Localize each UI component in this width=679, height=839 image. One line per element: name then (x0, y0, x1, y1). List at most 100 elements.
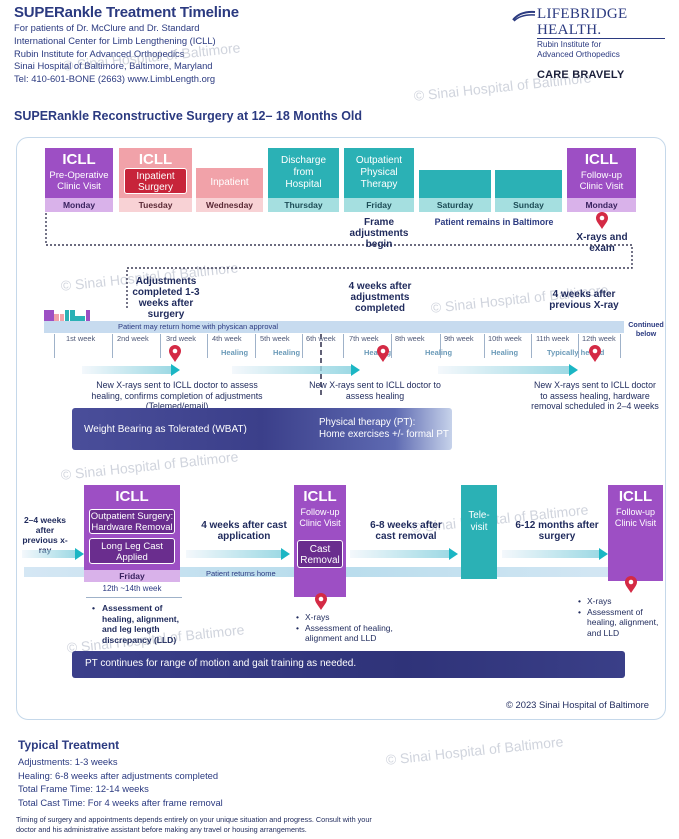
location-pin-icon (315, 593, 327, 610)
week-tick (160, 334, 161, 358)
page-title: SUPERankle Treatment Timeline (14, 4, 239, 21)
typical-line: Total Frame Time: 12-14 weeks (18, 783, 149, 795)
typical-line: Healing: 6-8 weeks after adjustments com… (18, 769, 219, 781)
week-tick (343, 334, 344, 358)
followup-final-box: ICLL Follow-up Clinic Visit (608, 485, 663, 581)
disclaimer: Timing of surgery and appointments depen… (16, 815, 372, 834)
day-label: Discharge from Hospital (280, 155, 327, 190)
return-home-approval-label: Patient may return home with physican ap… (118, 322, 279, 331)
televisit-label: Tele-visit (468, 510, 490, 533)
typical-treatment-title: Typical Treatment (18, 738, 120, 752)
logo-name: LIFEBRIDGE HEALTH. (537, 7, 628, 38)
assessment-text: Assessment of healing, alignment, and le… (102, 603, 179, 645)
six-twelve-months-note: 6-12 months after surgery (515, 520, 599, 542)
pt-continues-label: PT continues for range of motion and gai… (85, 658, 357, 669)
copyright: © 2023 Sinai Hospital of Baltimore (506, 699, 649, 710)
four-weeks-after-cast-note: 4 weeks after cast application (201, 520, 287, 542)
week-strip (44, 321, 624, 333)
week-label: 12th week (582, 334, 616, 343)
timeline-arrow (186, 548, 290, 560)
week-label: 1st week (66, 334, 96, 343)
disclaimer-line: Timing of surgery and appointments depen… (16, 815, 372, 824)
bullet-item: •X-rays (578, 596, 612, 606)
bullet: • (92, 603, 95, 613)
icll-label: ICLL (618, 488, 653, 505)
pt-continues-band: PT continues for range of motion and gai… (72, 651, 625, 678)
week-tick (440, 334, 441, 358)
day-foot: Saturday (419, 198, 491, 212)
xray-note-third: New X-rays sent to ICLL doctor to assess… (531, 380, 659, 411)
pt-line: Physical therapy (PT): (319, 417, 416, 428)
week-tick (255, 334, 256, 358)
day-foot: Thursday (268, 198, 339, 212)
day-foot: Monday (567, 198, 636, 212)
logo-sub-line: Advanced Orthopedics (537, 49, 620, 59)
followup-cast-removal-box: ICLL Follow-up Clinic Visit Cast Removal (294, 485, 346, 597)
day-box-wednesday: Inpatient Wednesday (196, 168, 263, 212)
followup1-bullets: •X-rays •Assessment of healing, alignmen… (296, 612, 396, 644)
tagline: CARE BRAVELY (537, 69, 625, 81)
week-label: 6th week (306, 334, 336, 343)
typical-treatment-list: Adjustments: 1-3 weeks Healing: 6-8 week… (18, 755, 223, 809)
day-foot: Monday (45, 198, 113, 212)
four-weeks-previous-xray-note: 4 weeks after previous X-ray (549, 289, 619, 311)
typically-healed-label: Typically healed (547, 348, 605, 357)
timeline-arrow (350, 548, 458, 560)
week-label: 8th week (395, 334, 425, 343)
xray-note-second: New X-rays sent to ICLL doctor to assess… (309, 380, 441, 401)
location-pin-icon (596, 212, 608, 229)
day-label: Follow-up Clinic Visit (299, 507, 341, 528)
week-tick (302, 334, 303, 358)
bullet-item: •Assessment of healing, alignment, and L… (578, 606, 659, 638)
day-box-monday-followup: ICLL Follow-up Clinic Visit Monday (567, 148, 636, 212)
logo-sub-line: Rubin Institute for (537, 40, 602, 49)
timeline-arrow (232, 364, 360, 376)
bullet-text: Assessment of healing, alignment, and LL… (587, 606, 659, 638)
day-box-saturday: Saturday (419, 170, 491, 212)
timeline-arrow (438, 364, 578, 376)
xray-note-first: New X-rays sent to ICLL doctor to assess… (91, 380, 263, 411)
icll-label: ICLL (303, 488, 337, 505)
day-label: Pre-Operative Clinic Visit (49, 170, 109, 192)
header-line: Sinai Hospital of Baltimore, Baltimore, … (14, 60, 213, 72)
timeline-arrow (82, 364, 180, 376)
bullet-text: X-rays (587, 596, 612, 606)
pt-label: Physical therapy (PT): Home exercises +/… (319, 417, 449, 441)
week-label: 11th week (536, 334, 570, 343)
week-tick (484, 334, 485, 358)
healing-label: Healing (491, 348, 519, 357)
week-tick (620, 334, 621, 358)
day-box-sunday: Sunday (495, 170, 562, 212)
logo-subtitle: Rubin Institute for Advanced Orthopedics (537, 40, 620, 59)
four-weeks-after-adjustments-note: 4 weeks after adjustments completed (348, 281, 412, 314)
hardware-removal-tag: Outpatient Surgery: Hardware Removal (89, 509, 175, 534)
icll-label: ICLL (115, 488, 149, 505)
day-foot: Friday (84, 570, 180, 582)
location-pin-icon (589, 345, 601, 362)
day-box-monday-preop: ICLL Pre-Operative Clinic Visit Monday (45, 148, 113, 212)
day-label: Outpatient Physical Therapy (355, 155, 403, 190)
header-line: Rubin Institute for Advanced Orthopedics (14, 47, 185, 59)
lifebridge-logo-icon (512, 10, 536, 22)
healing-label: Healing (221, 348, 249, 357)
day-foot: Friday (344, 198, 414, 212)
week-tick (54, 334, 55, 358)
week-tick (391, 334, 392, 358)
bullet-text: X-rays (305, 612, 330, 622)
header-info: For patients of Dr. McClure and Dr. Stan… (14, 22, 216, 86)
disclaimer-line: doctor and his administrative assistant … (16, 824, 307, 834)
bullet-text: Assessment of healing, alignment and LLD (305, 622, 393, 644)
header-line: International Center for Limb Lengthenin… (14, 34, 216, 46)
timeline-frame (16, 137, 666, 720)
inpatient-surgery-tag: Inpatient Surgery (124, 168, 187, 194)
day-label: Inpatient (210, 177, 249, 188)
icll-label: ICLL (584, 151, 619, 168)
week-label: 10th week (488, 334, 522, 343)
week-tick (112, 334, 113, 358)
wbat-band: Weight Bearing as Tolerated (WBAT) Physi… (72, 408, 452, 450)
day-box-tuesday-surgery: ICLL Inpatient Surgery Tuesday (119, 148, 192, 212)
location-pin-icon (169, 345, 181, 362)
day-foot: Wednesday (196, 198, 263, 212)
week-label: 4th week (212, 334, 242, 343)
logo-name-line: HEALTH. (537, 22, 602, 38)
